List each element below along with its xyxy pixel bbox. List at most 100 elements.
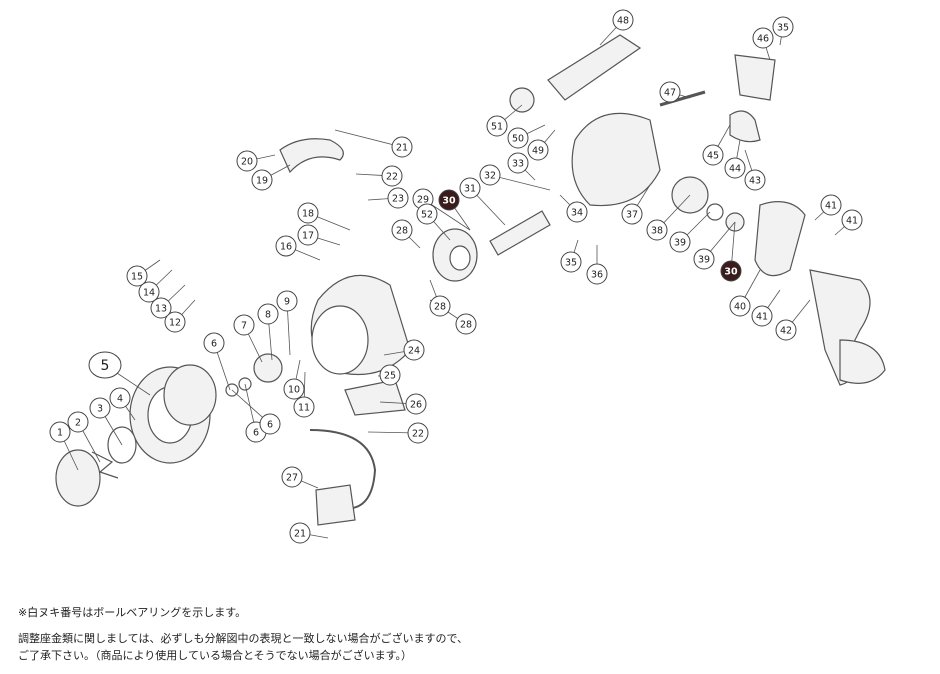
callout-17: 17 (297, 224, 319, 246)
callout-number: 43 (749, 176, 761, 187)
callout-number: 32 (484, 171, 496, 182)
leader-line (334, 129, 403, 148)
callout-42: 42 (775, 319, 797, 341)
callout-number: 19 (256, 176, 268, 187)
part-spool-knob (509, 87, 535, 113)
callout-number: 3 (97, 404, 103, 415)
callout-20: 20 (236, 150, 258, 172)
callout-30: 30 (720, 260, 742, 282)
callout-45: 45 (702, 144, 724, 166)
callout-number: 48 (617, 16, 629, 27)
note-adjusting-washer-cont: ご了承下さい。（商品により使用している場合とそうでない場合がございます。） (18, 649, 413, 662)
callout-number: 45 (707, 151, 719, 162)
part-gear-housing (571, 112, 661, 207)
callout-layer: 1234566678910111213141516171819202121222… (49, 9, 863, 544)
callout-number: 23 (392, 194, 404, 205)
callout-number: 41 (756, 312, 768, 323)
note-ball-bearing: ※白ヌキ番号はボールベアリングを示します。 (18, 606, 247, 619)
callout-number: 20 (241, 157, 253, 168)
callout-38: 38 (646, 219, 668, 241)
callout-47: 47 (659, 81, 681, 103)
callout-23: 23 (387, 187, 409, 209)
part-line-roller (315, 484, 356, 526)
callout-18: 18 (297, 202, 319, 224)
exploded-parts-diagram: 1234566678910111213141516171819202121222… (49, 9, 886, 544)
callout-49: 49 (527, 139, 549, 161)
callout-28: 28 (429, 295, 451, 317)
callout-48: 48 (612, 9, 634, 31)
callout-number: 49 (532, 146, 544, 157)
part-spool-lip (163, 364, 217, 426)
note-adjusting-washer: 調整座金類に関しましては、必ずしも分解図中の表現と一致しない場合がございますので… (18, 632, 469, 645)
callout-number: 35 (777, 23, 789, 34)
callout-25: 25 (379, 364, 401, 386)
callout-28: 28 (455, 313, 477, 335)
callout-number: 34 (571, 208, 583, 219)
callout-22: 22 (407, 422, 429, 444)
callout-number: 52 (421, 210, 433, 221)
callout-50: 50 (507, 127, 529, 149)
callout-31: 31 (459, 177, 481, 199)
callout-43: 43 (744, 169, 766, 191)
callout-15: 15 (126, 265, 148, 287)
callout-number: 11 (298, 403, 310, 414)
part-bail-arm (279, 138, 344, 174)
callout-4: 4 (109, 387, 131, 409)
callout-number: 51 (491, 122, 503, 133)
part-side-plate (734, 54, 776, 101)
callout-number: 15 (131, 272, 143, 283)
callout-number: 14 (143, 288, 155, 299)
reel-parts (55, 34, 886, 526)
callout-24: 24 (403, 339, 425, 361)
callout-number: 4 (117, 394, 123, 405)
callout-6: 6 (259, 413, 281, 435)
callout-number: 6 (253, 428, 259, 439)
callout-39: 39 (669, 231, 691, 253)
callout-6: 6 (203, 332, 225, 354)
callout-number: 28 (396, 226, 408, 237)
callout-30: 30 (438, 189, 460, 211)
part-handle-knob (839, 339, 886, 384)
part-clicker-spring (91, 451, 119, 479)
part-stand-cover (344, 379, 406, 416)
callout-33: 33 (507, 152, 529, 174)
callout-number: 31 (464, 184, 476, 195)
callout-number: 30 (724, 267, 738, 278)
callout-number: 24 (408, 346, 420, 357)
part-body-plate (311, 305, 369, 375)
callout-number: 38 (651, 226, 663, 237)
callout-number: 29 (417, 195, 429, 206)
callout-40: 40 (729, 295, 751, 317)
callout-number: 41 (846, 216, 858, 227)
callout-number: 27 (286, 473, 298, 484)
callout-39: 39 (693, 248, 715, 270)
callout-1: 1 (49, 421, 71, 443)
callout-number: 44 (729, 164, 741, 175)
callout-number: 22 (412, 429, 424, 440)
callout-number: 46 (757, 34, 769, 45)
callout-number: 17 (302, 231, 314, 242)
callout-2: 2 (67, 411, 89, 433)
callout-number: 21 (396, 143, 408, 154)
callout-number: 41 (825, 201, 837, 212)
callout-8: 8 (257, 303, 279, 325)
callout-9: 9 (276, 290, 298, 312)
callout-number: 42 (780, 326, 792, 337)
callout-16: 16 (275, 235, 297, 257)
callout-number: 7 (241, 321, 247, 332)
callout-46: 46 (752, 27, 774, 49)
callout-11: 11 (293, 396, 315, 418)
callout-number: 8 (265, 310, 271, 321)
callout-10: 10 (283, 378, 305, 400)
callout-number: 18 (302, 209, 314, 220)
callout-number: 25 (384, 371, 396, 382)
callout-32: 32 (479, 164, 501, 186)
callout-number: 30 (442, 196, 456, 207)
callout-37: 37 (621, 203, 643, 225)
callout-26: 26 (405, 393, 427, 415)
callout-28: 28 (391, 219, 413, 241)
callout-number: 35 (565, 258, 577, 269)
callout-41: 41 (841, 209, 863, 231)
callout-13: 13 (150, 297, 172, 319)
part-drag-knob (55, 449, 101, 507)
